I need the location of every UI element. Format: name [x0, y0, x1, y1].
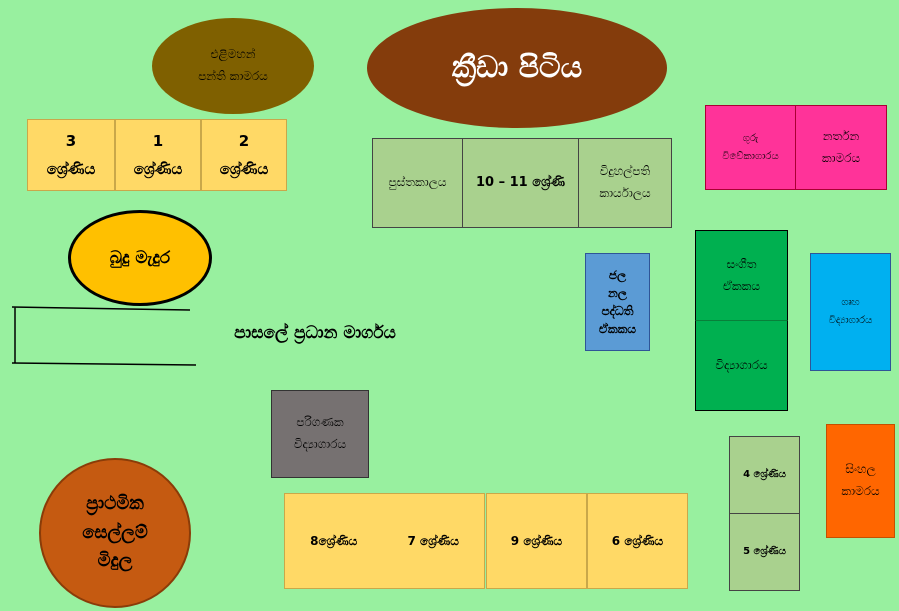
- teachers-room: ගුරු විවේකාගාරය: [705, 105, 796, 190]
- grade-8-label: 8ශ්‍රේණිය: [310, 533, 358, 548]
- grade-label: ශ්‍රේණිය: [46, 160, 96, 178]
- grade-label: ශ්‍රේණිය: [219, 160, 269, 178]
- main-road-marker: [11, 306, 197, 366]
- grade-10-11-room: 10 – 11 ශ්‍රේණි: [462, 138, 579, 228]
- grade-6-room: 6 ශ්‍රේණිය: [587, 493, 688, 589]
- grade-label: ශ්‍රේණිය: [133, 160, 183, 178]
- playground: ක්‍රීඩා පිටිය: [367, 8, 667, 128]
- computer-lab: පරිගණක විද්‍යාගාරය: [271, 390, 369, 478]
- water-system-unit: ජල නල පද්ධති ඒකකය: [585, 253, 650, 351]
- dance-room: නර්තන කාමරය: [795, 105, 887, 190]
- shrine: බුදු මැදුර: [68, 210, 212, 306]
- sinhala-room: සිංහල කාමරය: [826, 424, 895, 538]
- primary-playground: ප්‍රාථමික සෙල්ලම් මිදුල: [39, 458, 191, 608]
- grade-number: 2: [238, 131, 250, 150]
- grade-4-room: 4 ශ්‍රේණිය: [729, 436, 800, 514]
- home-science-lab: ගෘහ විද්‍යාගාරය: [810, 253, 891, 371]
- grade-7-8-room: 8ශ්‍රේණිය 7 ශ්‍රේණිය: [284, 493, 485, 589]
- open-classroom: එළිමහන් පන්ති කාමරය: [152, 18, 314, 114]
- music-unit: සංගීත ඒකකය: [695, 230, 788, 321]
- grade-7-label: 7 ශ්‍රේණිය: [407, 533, 459, 548]
- grade-number: 1: [152, 131, 164, 150]
- grade-5-room: 5 ශ්‍රේණිය: [729, 513, 800, 591]
- grade-9-room: 9 ශ්‍රේණිය: [486, 493, 587, 589]
- main-road-label: පාසලේ ප්‍රධාන මාර්ගය: [234, 322, 396, 343]
- grade-number: 3: [65, 131, 77, 150]
- grade-1-room: 1 ශ්‍රේණිය: [115, 119, 201, 191]
- grade-3-room: 3 ශ්‍රේණිය: [27, 119, 115, 191]
- principal-office: විදුහල්පති කාර්යාලය: [578, 138, 672, 228]
- grade-2-room: 2 ශ්‍රේණිය: [201, 119, 287, 191]
- library: පුස්තකාලය: [372, 138, 463, 228]
- science-lab: විද්‍යාගාරය: [695, 320, 788, 411]
